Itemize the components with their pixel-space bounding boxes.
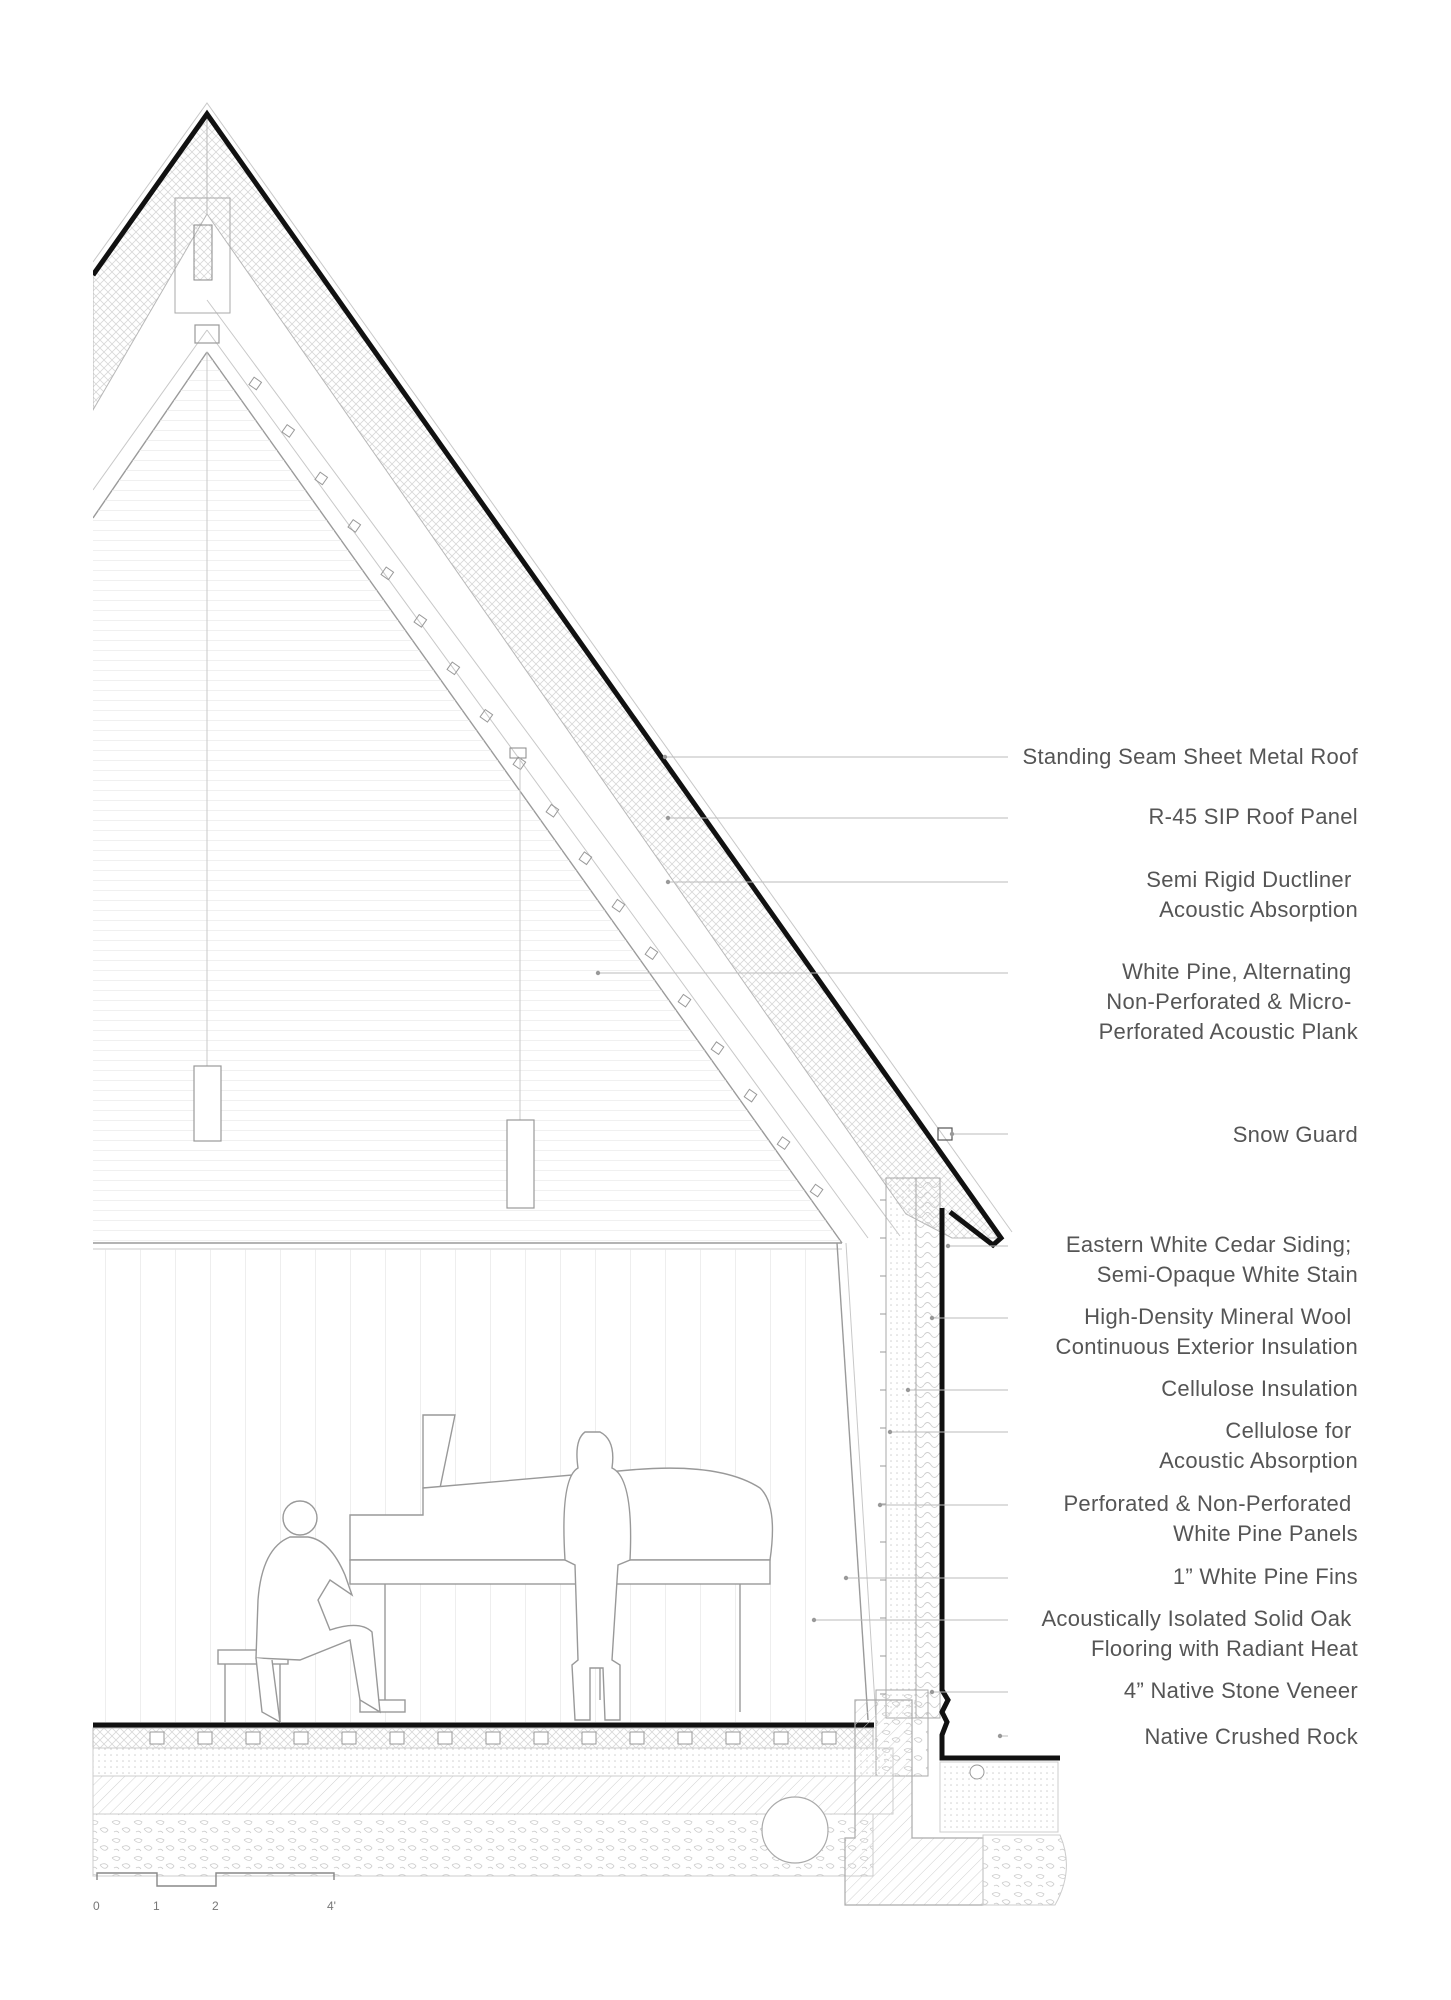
- leader-dot: [662, 754, 668, 760]
- cedar-siding: [939, 1208, 1060, 1761]
- roof-assembly: [93, 102, 1013, 1249]
- callout-cellulose-acoustic: Cellulose for Acoustic Absorption: [1159, 1418, 1358, 1473]
- floor-sleeper: [629, 1731, 645, 1745]
- ceiling-fin: [413, 613, 428, 628]
- ceiling-fin: [446, 661, 461, 676]
- leader-dot: [945, 1243, 951, 1249]
- floor-sleeper: [293, 1731, 309, 1745]
- floor-sleeper: [341, 1731, 357, 1745]
- pendant-light-right: [506, 747, 535, 1209]
- scale-bar: 0 1 2 4': [93, 1872, 336, 1913]
- standing-figure: [563, 1431, 632, 1721]
- callout-pine-panels: Perforated & Non-Perforated White Pine P…: [1063, 1491, 1358, 1546]
- leader-dot: [877, 1502, 883, 1508]
- ceiling-fin: [347, 518, 362, 533]
- mineral-wool-insulation: [915, 1177, 941, 1719]
- ceiling-fin: [512, 756, 527, 771]
- callout-labels: Standing Seam Sheet Metal Roof R-45 SIP …: [1022, 744, 1358, 1749]
- cellulose-insulation: [885, 1177, 917, 1719]
- leader-dot: [997, 1733, 1003, 1739]
- callout-leaders: [595, 754, 1008, 1739]
- ceiling-fin: [380, 566, 395, 581]
- callout-cedar-siding: Eastern White Cedar Siding; Semi-Opaque …: [1066, 1232, 1358, 1287]
- floor-sleepers: [149, 1731, 837, 1745]
- ceiling-fin: [644, 946, 659, 961]
- crushed-rock-interior: [92, 1813, 874, 1877]
- scale-label-1: 1: [153, 1899, 160, 1913]
- ceiling-fin: [611, 898, 626, 913]
- ceiling-fin: [479, 708, 494, 723]
- ceiling-fin: [710, 1041, 725, 1056]
- callout-ductliner: Semi Rigid Ductliner Acoustic Absorption: [1146, 867, 1358, 922]
- floor-sleeper: [773, 1731, 789, 1745]
- callout-stone-veneer: 4” Native Stone Veneer: [1124, 1678, 1358, 1703]
- callout-oak-flooring: Acoustically Isolated Solid Oak Flooring…: [1041, 1606, 1358, 1661]
- floor-sleeper: [245, 1731, 261, 1745]
- grand-piano: [349, 1414, 774, 1713]
- ceiling-fin: [677, 993, 692, 1008]
- callout-white-pine-plank: White Pine, Alternating Non-Perforated &…: [1099, 959, 1359, 1044]
- leader-dot: [843, 1575, 849, 1581]
- floor-sleeper: [677, 1731, 693, 1745]
- floor-sleeper: [725, 1731, 741, 1745]
- ceiling-fin: [314, 471, 329, 486]
- floor-sleeper: [581, 1731, 597, 1745]
- scale-label-4: 4': [327, 1899, 336, 1913]
- sip-roof-panel-left: [93, 115, 208, 411]
- scale-label-2: 2: [212, 1899, 219, 1913]
- leader-dot: [905, 1387, 911, 1393]
- leader-dot: [595, 970, 601, 976]
- leader-dot: [887, 1429, 893, 1435]
- ceiling-fin: [248, 376, 263, 391]
- figures: [217, 1414, 774, 1724]
- ceiling-fin: [281, 423, 296, 438]
- ceiling-fin: [545, 803, 560, 818]
- standing-seam-roof: [93, 109, 1005, 1249]
- floor-sleeper: [389, 1731, 405, 1745]
- floor-sleeper: [149, 1731, 165, 1745]
- callout-snow-guard: Snow Guard: [1233, 1122, 1358, 1147]
- floor-sleeper: [485, 1731, 501, 1745]
- callout-crushed-rock: Native Crushed Rock: [1144, 1724, 1358, 1749]
- floor-sleeper: [197, 1731, 213, 1745]
- ceiling-fin: [578, 851, 593, 866]
- exterior-wall: [836, 1177, 1060, 1777]
- crushed-rock-exterior: [939, 1761, 1059, 1833]
- ceiling-fin: [809, 1183, 824, 1198]
- ceiling-fins: [248, 376, 824, 1198]
- floor-sleeper: [821, 1731, 837, 1745]
- leader-dot: [929, 1315, 935, 1321]
- leader-dot: [949, 1131, 955, 1137]
- callout-pine-fins: 1” White Pine Fins: [1173, 1564, 1358, 1589]
- pianist-figure: [255, 1500, 381, 1724]
- ceiling-fin: [776, 1136, 791, 1151]
- callout-sip-roof-panel: R-45 SIP Roof Panel: [1148, 804, 1358, 829]
- callout-cellulose-insulation: Cellulose Insulation: [1161, 1376, 1358, 1401]
- ceiling-fin: [743, 1088, 758, 1103]
- callout-standing-seam-roof: Standing Seam Sheet Metal Roof: [1022, 744, 1358, 769]
- floor-sleeper: [533, 1731, 549, 1745]
- leader-dot: [665, 879, 671, 885]
- callout-mineral-wool: High-Density Mineral Wool Continuous Ext…: [1056, 1304, 1359, 1359]
- leader-dot: [811, 1617, 817, 1623]
- leader-dot: [665, 815, 671, 821]
- floor-foundation: [92, 1699, 1067, 1906]
- floor-sleeper: [437, 1731, 453, 1745]
- gable-wall-planking: [93, 352, 842, 1243]
- leader-dot: [929, 1689, 935, 1695]
- scale-label-0: 0: [93, 1899, 100, 1913]
- pendant-light-left: [193, 352, 222, 1142]
